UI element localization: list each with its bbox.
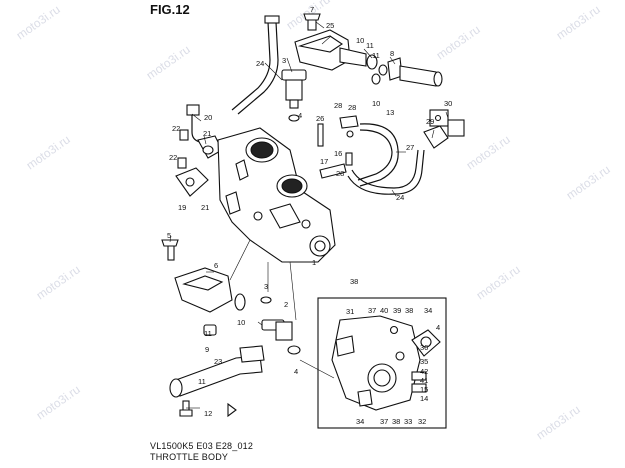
callout-11-c: 11 (204, 329, 212, 338)
watermark-text: moto3i.ru (144, 42, 193, 82)
watermark-text: moto3i.ru (564, 162, 613, 202)
watermark-text: moto3i.ru (14, 2, 63, 42)
inset-callout-34: 34 (424, 306, 432, 315)
watermark-text: moto3i.ru (34, 382, 83, 422)
callout-3-b: 3 (264, 282, 268, 291)
fuel-delivery-pipe (294, 13, 378, 71)
callout-7: 7 (310, 5, 314, 14)
figure-title: FIG.12 (150, 2, 190, 17)
callout-28: 28 (334, 101, 342, 110)
callout-8: 8 (390, 49, 394, 58)
callout-29: 29 (426, 117, 434, 126)
model-code: VL1500K5 E03 E28_012 (150, 441, 254, 451)
callout-21-b: 21 (201, 203, 209, 212)
callout-19: 19 (178, 203, 186, 212)
inset-callout-15: 15 (420, 385, 428, 394)
fuel-pipe-connector (371, 57, 443, 87)
inset-callout-33: 33 (404, 417, 412, 426)
leader-lines (169, 21, 449, 409)
inset-callout-40: 40 (380, 306, 388, 315)
inset-callout-39: 39 (393, 306, 401, 315)
inset-callout-32: 32 (418, 417, 426, 426)
fuel-injector-lower (260, 296, 301, 355)
callout-11-b: 11 (372, 51, 380, 60)
callout-13: 13 (386, 108, 394, 117)
inset-callout-4: 4 (436, 323, 440, 332)
assembly-lines (229, 239, 297, 321)
callout-27: 27 (406, 143, 414, 152)
watermark-text: moto3i.ru (474, 262, 523, 302)
callout-22-b: 22 (169, 153, 177, 162)
throttle-body (217, 127, 336, 263)
callout-24-b: 24 (396, 193, 404, 202)
callout-26: 26 (316, 114, 324, 123)
callout-21: 21 (203, 129, 211, 138)
callout-22: 22 (172, 124, 180, 133)
callout-2: 2 (284, 300, 288, 309)
inset-callout-42: 42 (420, 367, 428, 376)
fuel-injector-upper (281, 69, 307, 122)
callout-3: 3 (282, 56, 286, 65)
callout-11-d: 11 (198, 377, 206, 386)
callout-11: 11 (366, 41, 374, 50)
callout-23: 23 (214, 357, 222, 366)
callout-1: 1 (312, 258, 316, 267)
callout-10-c: 10 (237, 318, 245, 327)
idle-screw-fittings (317, 115, 359, 179)
callout-4: 4 (298, 111, 302, 120)
watermark-text: moto3i.ru (24, 132, 73, 172)
callout-6: 6 (214, 261, 218, 270)
inset-callout-35: 35 (420, 357, 428, 366)
inset-callout-41: 41 (420, 376, 428, 385)
hose-24-upper (231, 15, 280, 115)
watermark-text: moto3i.ru (34, 262, 83, 302)
diagram-caption: THROTTLE BODY (150, 452, 229, 462)
callout-4-b: 4 (294, 367, 298, 376)
inset-detail (299, 297, 447, 429)
tps-sensor (175, 104, 223, 197)
callout-labels: 7 25 10 11 11 8 10 13 3 24 4 26 28 28 16… (167, 5, 452, 426)
inset-callout-38-top: 38 (350, 277, 358, 286)
callout-30: 30 (444, 99, 452, 108)
callout-28-c: 28 (336, 169, 344, 178)
inset-callout-38: 38 (405, 306, 413, 315)
callout-10: 10 (356, 36, 364, 45)
watermark-text: moto3i.ru (464, 132, 513, 172)
inset-callout-31: 31 (346, 307, 354, 316)
callout-12: 12 (204, 409, 212, 418)
callout-17: 17 (320, 157, 328, 166)
inset-callout-36: 36 (420, 343, 428, 352)
callout-24: 24 (256, 59, 264, 68)
inset-callout-38-b: 38 (392, 417, 400, 426)
lower-bracket (161, 239, 246, 336)
watermark-text: moto3i.ru (554, 2, 603, 42)
callout-9: 9 (205, 345, 209, 354)
inset-callout-37-b: 37 (380, 417, 388, 426)
callout-28-b: 28 (348, 103, 356, 112)
callout-16: 16 (334, 149, 342, 158)
callout-25: 25 (326, 21, 334, 30)
callout-5: 5 (167, 231, 171, 240)
inset-callout-34-b: 34 (356, 417, 364, 426)
map-sensor (423, 109, 465, 149)
inset-callout-37: 37 (368, 306, 376, 315)
inset-callout-14: 14 (420, 394, 428, 403)
fuel-pipe-23 (169, 345, 265, 418)
hose-24-lower (347, 149, 425, 195)
watermark-text: moto3i.ru (434, 22, 483, 62)
watermark-text: moto3i.ru (534, 402, 583, 442)
hose-27 (357, 123, 399, 187)
callout-10-b: 10 (372, 99, 380, 108)
callout-20: 20 (204, 113, 212, 122)
